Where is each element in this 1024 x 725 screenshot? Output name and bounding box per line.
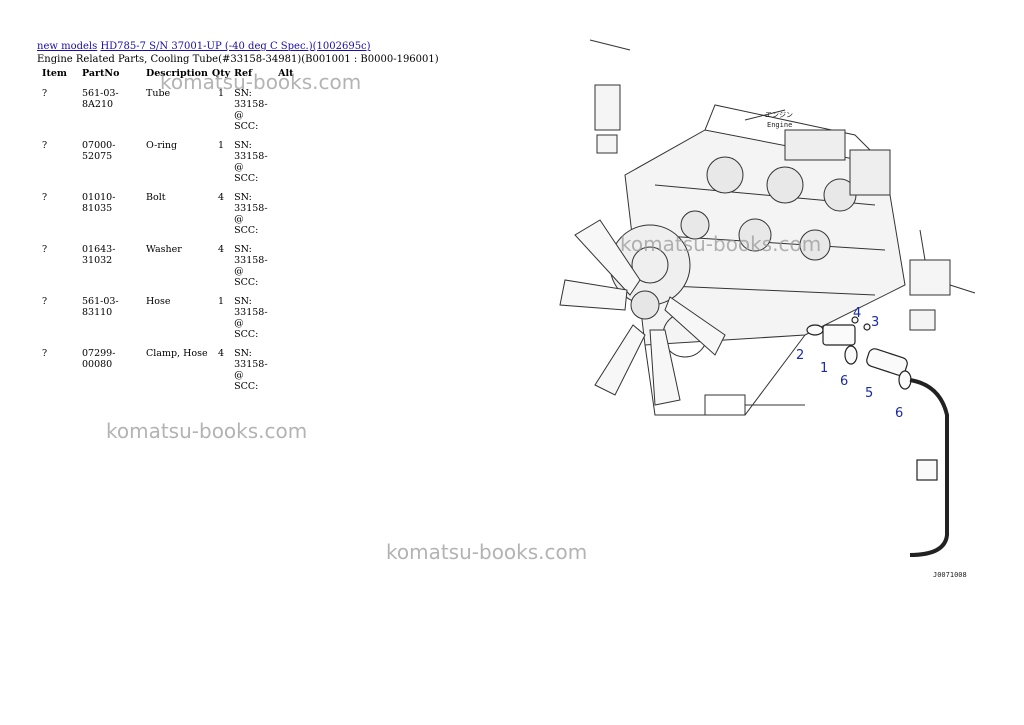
cell-description: Hose: [146, 296, 171, 307]
cell-item: ?: [42, 88, 48, 99]
table-row: ? 07000-52075 O-ring 1 SN: 33158-@SCC:: [36, 132, 295, 184]
bolt-shape: [851, 316, 859, 324]
cell-ref: SN: 33158-@SCC:: [232, 80, 276, 132]
cell-alt: [276, 184, 295, 236]
cell-ref: SN: 33158-@SCC:: [232, 132, 276, 184]
header-ref: Ref: [234, 68, 253, 79]
cell-description: Bolt: [146, 192, 166, 203]
cell-partno: 07299-00080: [82, 348, 116, 370]
cell-ref: SN: 33158-@SCC:: [232, 184, 276, 236]
clamp-shape-2: [898, 370, 912, 390]
pipe-shape: [909, 378, 949, 557]
cell-item: ?: [42, 296, 48, 307]
pipe-clamp-shape: [916, 459, 938, 481]
cooling-tube-parts: [806, 316, 949, 557]
callout-5: 5: [865, 386, 873, 401]
cell-ref: SN: 33158-@SCC:: [232, 288, 276, 340]
header-partno: PartNo: [82, 68, 120, 79]
fan-drawing: [559, 219, 726, 406]
callout-2: 2: [796, 348, 804, 363]
cell-item: ?: [42, 244, 48, 255]
hose-shape: [866, 348, 908, 376]
ref-sn: SN: 33158-@: [234, 348, 268, 381]
cell-qty: 4: [217, 244, 225, 255]
page-header: new models HD785-7 S/N 37001-UP (-40 deg…: [37, 40, 439, 66]
right-bracket-drawing: [909, 229, 976, 331]
cell-partno: 01643-31032: [82, 244, 116, 266]
breadcrumb-link-new-models[interactable]: new models: [37, 41, 98, 52]
cell-ref: SN: 33158-@SCC:: [232, 340, 276, 392]
breadcrumb: new models HD785-7 S/N 37001-UP (-40 deg…: [37, 40, 439, 53]
table-row: ? 561-03-8A210 Tube 1 SN: 33158-@SCC:: [36, 80, 295, 132]
callout-4: 4: [853, 306, 861, 321]
header-qty: Qty: [211, 68, 231, 79]
cell-qty: 1: [217, 88, 225, 99]
engine-cooling-tube-diagram: エンジン Engine 1 2 3 4 5 6 6 J0071008: [559, 39, 976, 579]
ref-sn: SN: 33158-@: [234, 192, 268, 225]
cell-qty: 4: [217, 192, 225, 203]
clamp-shape: [844, 345, 858, 365]
breadcrumb-link-model[interactable]: HD785-7 S/N 37001-UP (-40 deg C Spec.)(1…: [100, 41, 371, 52]
cell-item: ?: [42, 192, 48, 203]
ref-scc: SCC:: [234, 381, 259, 392]
ref-sn: SN: 33158-@: [234, 88, 268, 121]
cell-alt: [276, 236, 295, 288]
header-alt: Alt: [278, 68, 294, 79]
table-header-row: Item PartNo Description Qty Ref Alt: [36, 67, 295, 80]
cell-ref: SN: 33158-@SCC:: [232, 236, 276, 288]
callout-6b: 6: [895, 406, 903, 421]
watermark-3: komatsu-books.com: [106, 419, 308, 443]
engine-block-drawing: [609, 104, 906, 416]
table-row: ? 01643-31032 Washer 4 SN: 33158-@SCC:: [36, 236, 295, 288]
cell-partno: 561-03-8A210: [82, 88, 119, 110]
cell-description: Tube: [146, 88, 171, 99]
cell-item: ?: [42, 348, 48, 359]
cell-qty: 4: [217, 348, 225, 359]
watermark-2: komatsu-books.com: [620, 232, 822, 256]
callout-6a: 6: [840, 374, 848, 389]
ref-sn: SN: 33158-@: [234, 140, 268, 173]
callout-1: 1: [820, 361, 828, 376]
cell-partno: 07000-52075: [82, 140, 116, 162]
top-bracket-drawing: [589, 39, 786, 154]
engine-label: Engine: [767, 121, 792, 129]
parts-table: Item PartNo Description Qty Ref Alt ? 56…: [36, 67, 295, 392]
ref-scc: SCC:: [234, 329, 259, 340]
callout-3: 3: [871, 315, 879, 330]
tube-shape: [822, 324, 856, 346]
ref-sn: SN: 33158-@: [234, 296, 268, 329]
watermark-4: komatsu-books.com: [386, 540, 588, 564]
table-row: ? 561-03-83110 Hose 1 SN: 33158-@SCC:: [36, 288, 295, 340]
cell-item: ?: [42, 140, 48, 151]
cell-description: O-ring: [146, 140, 178, 151]
o-ring-shape: [806, 324, 824, 336]
engine-label-jp: エンジン: [765, 111, 793, 119]
section-title: Engine Related Parts, Cooling Tube(#3315…: [37, 54, 439, 65]
cell-description: Washer: [146, 244, 182, 255]
table-row: ? 01010-81035 Bolt 4 SN: 33158-@SCC:: [36, 184, 295, 236]
ref-sn: SN: 33158-@: [234, 244, 268, 277]
table-row: ? 07299-00080 Clamp, Hose 4 SN: 33158-@S…: [36, 340, 295, 392]
cell-alt: [276, 340, 295, 392]
ref-scc: SCC:: [234, 121, 259, 132]
cell-partno: 561-03-83110: [82, 296, 119, 318]
cell-description: Clamp, Hose: [146, 348, 208, 359]
header-item: Item: [42, 68, 67, 79]
header-description: Description: [146, 68, 208, 79]
cell-qty: 1: [217, 140, 225, 151]
cell-qty: 1: [217, 296, 225, 307]
ref-scc: SCC:: [234, 225, 259, 236]
watermark-1: komatsu-books.com: [160, 70, 362, 94]
washer-shape: [863, 323, 871, 331]
ref-scc: SCC:: [234, 277, 259, 288]
figure-code: J0071008: [933, 571, 967, 579]
ref-scc: SCC:: [234, 173, 259, 184]
cell-alt: [276, 288, 295, 340]
cell-partno: 01010-81035: [82, 192, 116, 214]
cell-alt: [276, 132, 295, 184]
